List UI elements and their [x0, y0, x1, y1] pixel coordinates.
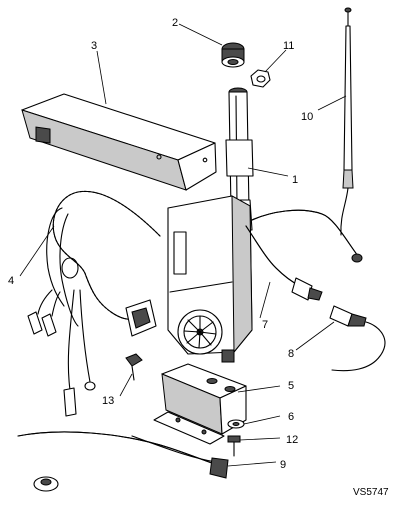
mounting-bracket-part	[21, 93, 217, 191]
washer-part	[227, 419, 245, 429]
callout-6: 6	[288, 411, 294, 423]
drain-tube-part	[17, 431, 229, 492]
callout-4: 4	[8, 275, 14, 287]
reference-code: VS5747	[353, 487, 389, 498]
screw-part	[227, 435, 241, 457]
callout-1: 1	[292, 174, 298, 186]
callout-9: 9	[280, 459, 286, 471]
callout-5: 5	[288, 380, 294, 392]
telescopic-mast-part	[340, 7, 354, 236]
callout-3: 3	[91, 40, 97, 52]
callout-8: 8	[288, 348, 294, 360]
leader-lines	[19, 23, 347, 467]
coaxial-lead-part	[245, 225, 323, 301]
grommet-nut-part	[221, 42, 245, 68]
motor-housing-part	[167, 87, 363, 363]
callout-10: 10	[301, 111, 313, 123]
callout-11: 11	[283, 40, 294, 52]
wiring-harness-part	[27, 190, 161, 417]
small-nut-part	[250, 69, 271, 88]
callout-13: 13	[102, 395, 114, 407]
callout-12: 12	[286, 434, 298, 446]
lower-bracket-part	[153, 363, 247, 445]
extension-plug-part	[329, 305, 386, 372]
callout-7: 7	[262, 319, 268, 331]
callout-2: 2	[172, 17, 178, 29]
bolt-part	[125, 353, 143, 381]
